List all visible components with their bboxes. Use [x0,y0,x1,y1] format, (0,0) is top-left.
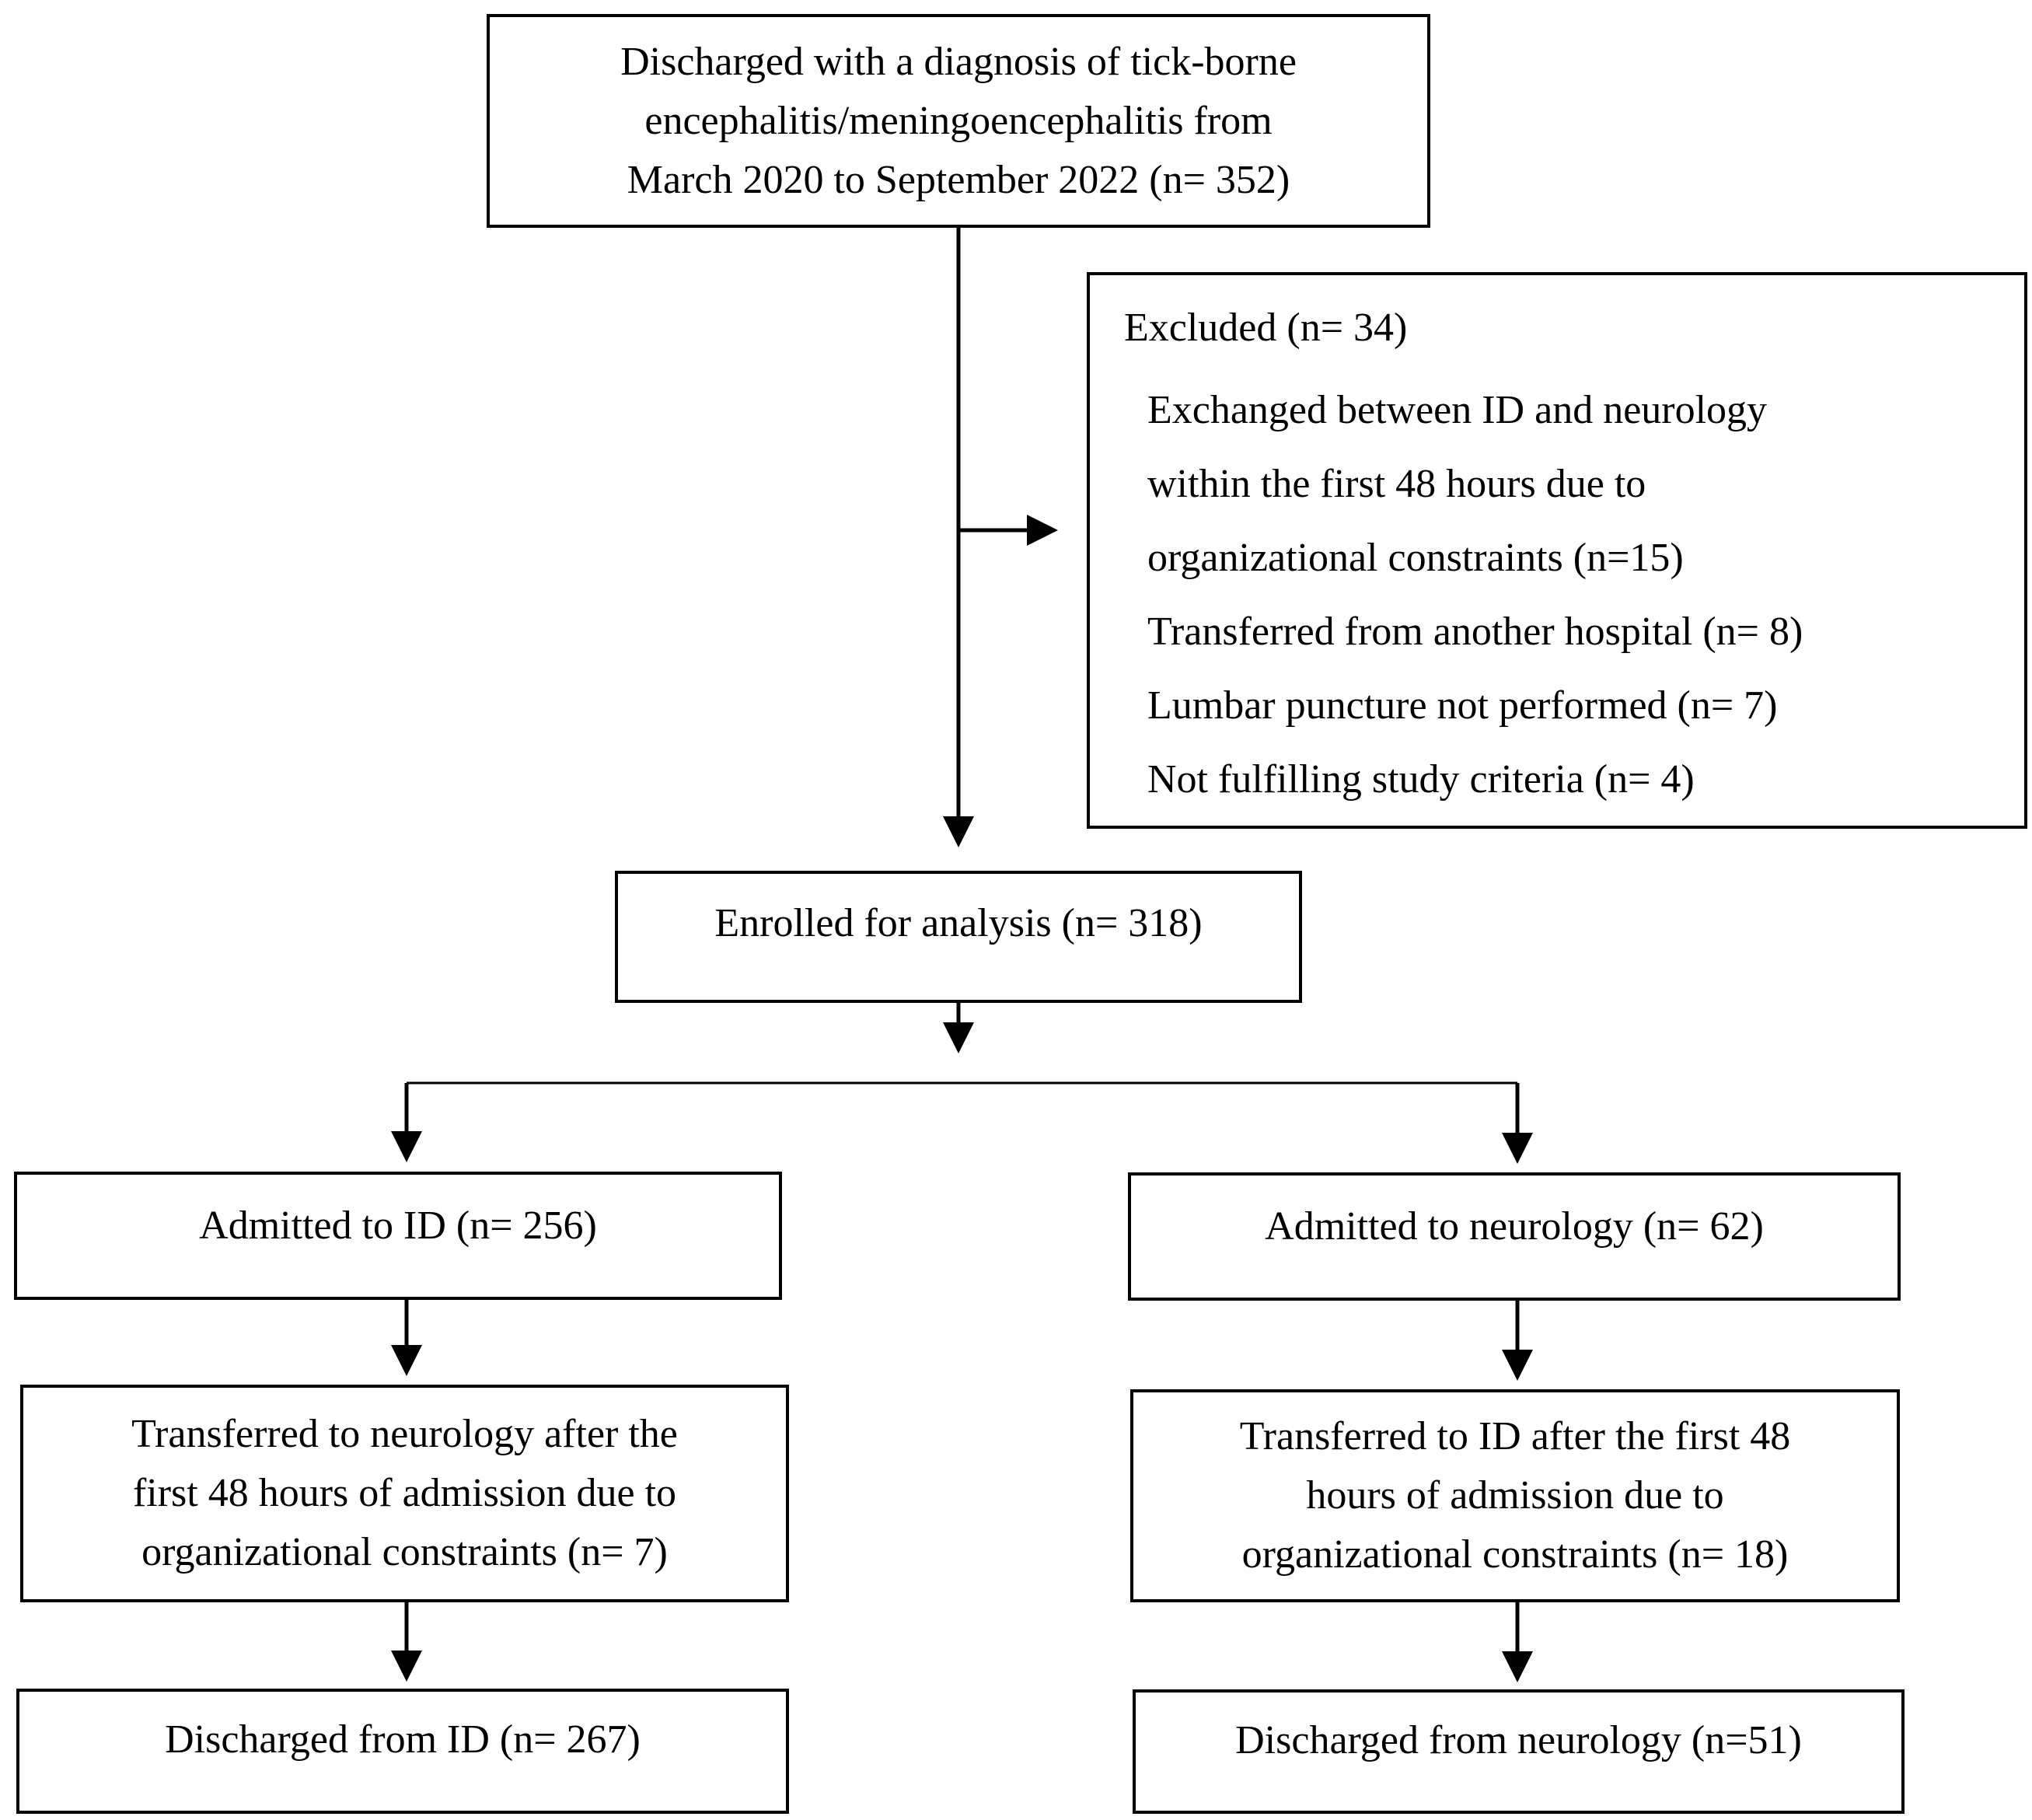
excluded-reason-line-1: Exchanged between ID and neurology [1147,388,1768,432]
excluded-reason-line-2: within the first 48 hours due to [1147,462,1646,506]
excluded-reason-line-5: Lumbar puncture not performed (n= 7) [1147,683,1778,728]
source-population-box: Discharged with a diagnosis of tick-born… [487,14,1430,228]
admitted-neurology-box: Admitted to neurology (n= 62) [1128,1172,1901,1301]
source-line-3: March 2020 to September 2022 (n= 352) [627,157,1290,202]
enrolled-label: Enrolled for analysis (n= 318) [714,901,1203,945]
transferred-to-neurology-line-2: first 48 hours of admission due to [132,1471,677,1515]
source-line-1: Discharged with a diagnosis of tick-born… [620,39,1297,84]
transferred-to-id-line-3: organizational constraints (n= 18) [1241,1532,1789,1577]
admitted-neurology-label: Admitted to neurology (n= 62) [1265,1204,1764,1249]
transferred-to-neurology-box: Transferred to neurology after the first… [20,1385,789,1602]
excluded-box: Excluded (n= 34) Exchanged between ID an… [1087,272,2027,829]
discharged-neurology-label: Discharged from neurology (n=51) [1235,1718,1802,1762]
excluded-title: Excluded (n= 34) [1124,306,1408,350]
discharged-neurology-box: Discharged from neurology (n=51) [1133,1689,1905,1814]
excluded-reason-line-3: organizational constraints (n=15) [1147,536,1684,580]
excluded-reason-line-6: Not fulfilling study criteria (n= 4) [1147,757,1695,802]
transferred-to-id-line-1: Transferred to ID after the first 48 [1239,1414,1791,1458]
enrolled-box: Enrolled for analysis (n= 318) [615,871,1302,1003]
transferred-to-neurology-line-3: organizational constraints (n= 7) [141,1530,668,1574]
discharged-id-box: Discharged from ID (n= 267) [16,1689,789,1814]
excluded-reason-line-4: Transferred from another hospital (n= 8) [1147,610,1803,654]
source-line-2: encephalitis/meningoencephalitis from [644,98,1273,143]
excluded-reasons-list: Exchanged between ID and neurology withi… [1147,373,1803,816]
transferred-to-id-box: Transferred to ID after the first 48 hou… [1130,1389,1900,1602]
discharged-id-label: Discharged from ID (n= 267) [165,1717,641,1762]
transferred-to-neurology-line-1: Transferred to neurology after the [131,1412,678,1456]
admitted-id-box: Admitted to ID (n= 256) [14,1172,782,1300]
admitted-id-label: Admitted to ID (n= 256) [199,1203,597,1248]
transferred-to-id-line-2: hours of admission due to [1306,1473,1724,1518]
